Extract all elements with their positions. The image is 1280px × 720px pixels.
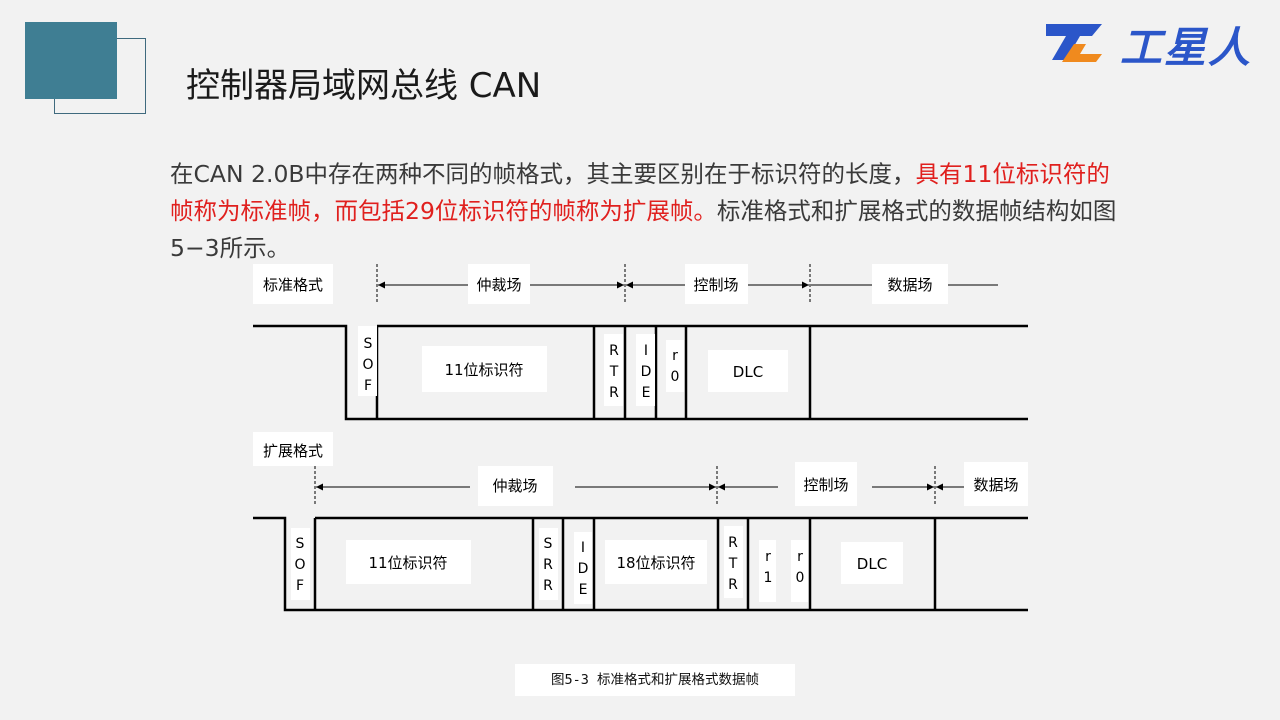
- std-control-label: 控制场: [693, 276, 738, 294]
- extended-label-box: [253, 432, 333, 466]
- std-sof-o: O: [362, 357, 373, 373]
- std-identifier-label: 11位标识符: [444, 361, 523, 379]
- standard-label: 标准格式: [263, 276, 323, 294]
- ext-arbitration-label: 仲裁场: [492, 477, 537, 495]
- ext-identifier18-label: 18位标识符: [616, 554, 695, 572]
- std-rtr-t: T: [609, 364, 619, 380]
- extended-format-diagram: 扩展格式 仲裁场 控制场 数据场 S O F 11位标识符 S R: [253, 432, 1028, 612]
- std-ctrl-label-box: [685, 264, 748, 304]
- ext-r0-box: [791, 540, 808, 602]
- ext-ide-box: [574, 532, 592, 604]
- logo-text: 工星人: [1120, 23, 1253, 72]
- ext-srr-r2: R: [543, 578, 553, 594]
- ext-r0-0: 0: [796, 570, 805, 586]
- ext-waveform-bottom: [253, 516, 1028, 612]
- ext-control-label: 控制场: [803, 476, 848, 494]
- logo-icon: [1046, 24, 1102, 62]
- ext-sof-box: [291, 528, 310, 600]
- std-rtr-box: [604, 334, 623, 406]
- ext-ctrl-label-box: [795, 462, 857, 506]
- logo-mark-orange: [1062, 44, 1102, 62]
- std-arb-label-box: [468, 264, 530, 304]
- std-dlc-box: [708, 350, 788, 392]
- ext-sof-f: F: [296, 578, 304, 594]
- standard-label-box: [253, 264, 333, 304]
- paragraph-part1: 在CAN 2.0B中存在两种不同的帧格式，其主要区别在于标识符的长度，: [170, 160, 916, 188]
- ext-sof-s: S: [296, 536, 305, 552]
- decorative-square: [25, 22, 117, 99]
- ext-data-label: 数据场: [973, 476, 1018, 494]
- extended-label: 扩展格式: [263, 442, 323, 460]
- std-r0-r: r: [672, 348, 678, 364]
- ext-dlc-box: [841, 542, 903, 584]
- ext-r0-r: r: [797, 549, 803, 565]
- ext-r1-r: r: [765, 549, 771, 565]
- ext-r1-1: 1: [764, 570, 773, 586]
- std-sof-f: F: [364, 378, 372, 394]
- ext-ide-i: I: [581, 540, 585, 556]
- ext-rtr-r2: R: [728, 577, 738, 593]
- std-data-label: 数据场: [887, 276, 932, 294]
- std-dlc-label: DLC: [733, 363, 763, 381]
- std-r0-0: 0: [671, 369, 680, 385]
- ext-rtr-t: T: [728, 556, 738, 572]
- std-r0-box: [666, 340, 684, 392]
- std-ide-i: I: [644, 343, 648, 359]
- std-ide-d: D: [641, 364, 652, 380]
- ext-rtr-box: [724, 526, 743, 598]
- logo-mark-blue: [1046, 24, 1102, 60]
- paragraph-part2: 标准格式和扩展格式的数据帧结构如图5−3所示。: [170, 197, 1117, 262]
- ext-srr-box: [539, 528, 558, 600]
- std-ide-box: [636, 334, 655, 406]
- ext-sof-o: O: [294, 557, 305, 573]
- figure-caption: 图5-3 标准格式和扩展格式数据帧: [515, 664, 795, 696]
- std-arbitration-label: 仲裁场: [476, 276, 521, 294]
- std-data-label-box: [872, 264, 948, 304]
- std-sof-s: S: [364, 336, 373, 352]
- ext-rtr-r1: R: [728, 535, 738, 551]
- ext-identifier11-box: [346, 540, 471, 584]
- ext-srr-r1: R: [543, 557, 553, 573]
- ext-ide-d: D: [578, 561, 589, 577]
- ext-arb-label-box: [478, 466, 553, 506]
- std-sof-box: [358, 326, 377, 396]
- standard-format-diagram: 标准格式 仲裁场 控制场 数据场 S O F 11位标识符: [253, 264, 1028, 421]
- std-identifier-box: [422, 346, 547, 392]
- ext-identifier18-box: [605, 540, 707, 584]
- ext-ide-e: E: [579, 582, 588, 598]
- std-rtr-r2: R: [609, 385, 619, 401]
- paragraph-highlight: 具有11位标识符的帧称为标准帧，而包括29位标识符的帧称为扩展帧。: [170, 160, 1110, 225]
- ext-data-label-box: [964, 462, 1028, 506]
- page-title: 控制器局域网总线 CAN: [186, 66, 542, 106]
- std-rtr-r1: R: [609, 343, 619, 359]
- ext-srr-s: S: [544, 536, 553, 552]
- std-ide-e: E: [642, 385, 651, 401]
- intro-paragraph: 在CAN 2.0B中存在两种不同的帧格式，其主要区别在于标识符的长度，具有11位…: [170, 156, 1130, 267]
- ext-r1-box: [759, 540, 776, 602]
- ext-identifier11-label: 11位标识符: [368, 554, 447, 572]
- ext-dlc-label: DLC: [857, 555, 887, 573]
